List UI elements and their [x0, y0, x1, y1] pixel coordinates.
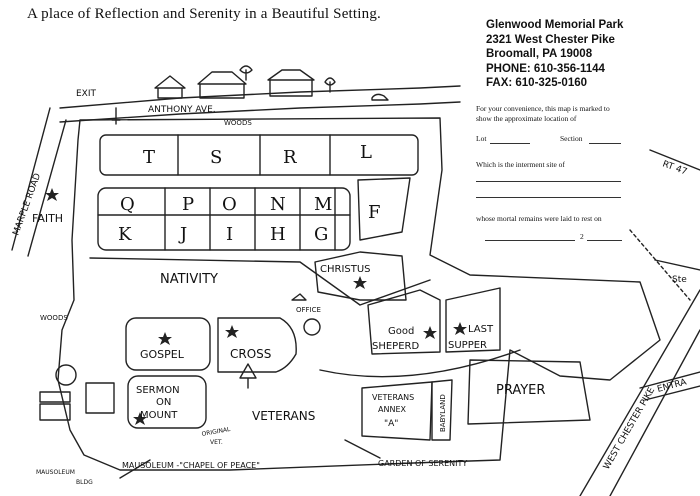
section-label: Section	[560, 134, 583, 143]
phone-number: PHONE: 610-356-1144	[486, 62, 605, 75]
prayer-label: PRAYER	[496, 383, 545, 398]
exit-post-icon	[111, 107, 121, 125]
original-vet-label-1: ORIGINAL	[201, 426, 231, 438]
park-name: Glenwood Memorial Park	[486, 19, 624, 31]
lot-label: Lot	[476, 134, 487, 143]
office-marker-icon	[291, 293, 307, 301]
christus-label: CHRISTUS	[320, 264, 371, 275]
contact-block: Glenwood Memorial Park 2321 West Chester…	[486, 18, 623, 91]
rt-road-top	[649, 149, 700, 171]
on-label: ON	[156, 397, 171, 408]
nativity-road	[89, 257, 431, 306]
supper-label: SUPPER	[448, 340, 487, 351]
garden-leader	[344, 439, 381, 459]
lot-letter: I	[226, 224, 233, 245]
lot-letter: M	[314, 194, 332, 215]
veterans-annex-label-3: "A"	[384, 419, 398, 429]
office-building	[303, 318, 321, 336]
veterans-annex-label-1: VETERANS	[372, 393, 414, 402]
garden-of-serenity-label: GARDEN OF SERENITY	[378, 459, 467, 468]
interment-label: Which is the interment site of	[476, 160, 565, 169]
west-chester-pike-road	[579, 289, 700, 496]
good-label: Good	[388, 326, 414, 337]
lot-letter: K	[118, 224, 132, 245]
street-address: 2321 West Chester Pike	[486, 33, 615, 46]
anthony-ave-road-upper	[59, 85, 461, 109]
veterans-label: VETERANS	[252, 409, 315, 423]
mount-label: MOUNT	[140, 410, 178, 421]
mausoleum-chapel-label: MAUSOLEUM -"CHAPEL OF PEACE"	[122, 461, 260, 470]
interment-blank-1[interactable]	[476, 181, 621, 182]
lot-letters: T S R L Q P O N M K J I H G F	[118, 142, 381, 245]
gospel-label: GOSPEL	[140, 348, 185, 361]
last-label: LAST	[468, 324, 494, 335]
mausoleum-small-label-1: MAUSOLEUM	[36, 469, 75, 476]
lot-letter: P	[182, 194, 194, 215]
original-vet-label-2: VET.	[210, 439, 223, 446]
form-intro-line2: show the approximate location of	[476, 114, 577, 123]
houses-drawing	[154, 65, 336, 99]
entrance-label: ENTRA	[656, 377, 688, 395]
lot-letter: N	[270, 194, 286, 215]
lot-letter: O	[222, 194, 237, 215]
office-label: OFFICE	[296, 306, 321, 314]
lot-grid	[97, 134, 419, 251]
remains-label: whose mortal remains were laid to rest o…	[476, 214, 602, 223]
lot-letter: F	[368, 202, 381, 223]
marple-road-label: MARPLE ROAD	[11, 172, 43, 237]
ste-road	[654, 259, 700, 271]
city-address: Broomall, PA 19008	[486, 48, 593, 60]
cemetery-boundary	[57, 117, 661, 471]
babyland-label: BABYLAND	[439, 394, 447, 432]
star-cross-icon	[225, 325, 239, 338]
section-stars	[45, 188, 467, 425]
lot-letter: T	[143, 147, 155, 168]
sermon-label: SERMON	[136, 385, 180, 396]
section-blank[interactable]	[589, 143, 621, 144]
lot-letter: S	[210, 147, 222, 168]
lot-letter: Q	[120, 194, 135, 215]
date-blank[interactable]	[485, 240, 575, 241]
nativity-label: NATIVITY	[160, 272, 218, 287]
marple-road	[11, 107, 67, 257]
lot-blank[interactable]	[490, 143, 530, 144]
star-last-supper-icon	[453, 322, 467, 335]
cross-label: CROSS	[230, 347, 271, 361]
entrance-road	[639, 371, 700, 401]
tagline: A place of Reflection and Serenity in a …	[27, 6, 382, 22]
mausoleum-leader	[119, 459, 151, 479]
fax-number: FAX: 610-325-0160	[486, 77, 588, 89]
mausoleum-small-label-2: BLDG	[76, 479, 93, 486]
anthony-ave-label: ANTHONY AVE.	[148, 105, 216, 115]
lot-letter: G	[314, 224, 328, 245]
lower-sections	[39, 287, 591, 441]
lot-letter: J	[178, 224, 187, 245]
star-christus-icon	[353, 276, 367, 289]
woods-label-left: WOODS	[40, 314, 68, 322]
star-gospel-icon	[158, 332, 172, 345]
rt-road-edge	[629, 229, 691, 301]
sheperd-label: SHEPERD	[372, 341, 419, 352]
anthony-ave-road-lower	[59, 101, 461, 123]
rt-label: RT 47	[661, 159, 688, 177]
interment-blank-2[interactable]	[476, 197, 621, 198]
star-sermon-icon	[133, 412, 147, 425]
star-good-sheperd-icon	[423, 326, 437, 339]
year-prefix: 2	[580, 232, 584, 241]
christus-section-outline	[314, 251, 407, 301]
exit-label: EXIT	[76, 89, 97, 99]
ste-label: Ste	[672, 275, 687, 285]
lot-letter: R	[283, 147, 297, 168]
form-intro-line1: For your convenience, this map is marked…	[476, 104, 610, 113]
star-faith-icon	[45, 188, 59, 201]
car-icon	[371, 93, 389, 101]
faith-label: FAITH	[32, 212, 63, 225]
veterans-annex-label-2: ANNEX	[378, 405, 406, 414]
year-blank[interactable]	[587, 240, 622, 241]
lot-letter: L	[360, 142, 372, 163]
lot-letter: H	[270, 224, 286, 245]
woods-label-top: WOODS	[224, 119, 252, 127]
